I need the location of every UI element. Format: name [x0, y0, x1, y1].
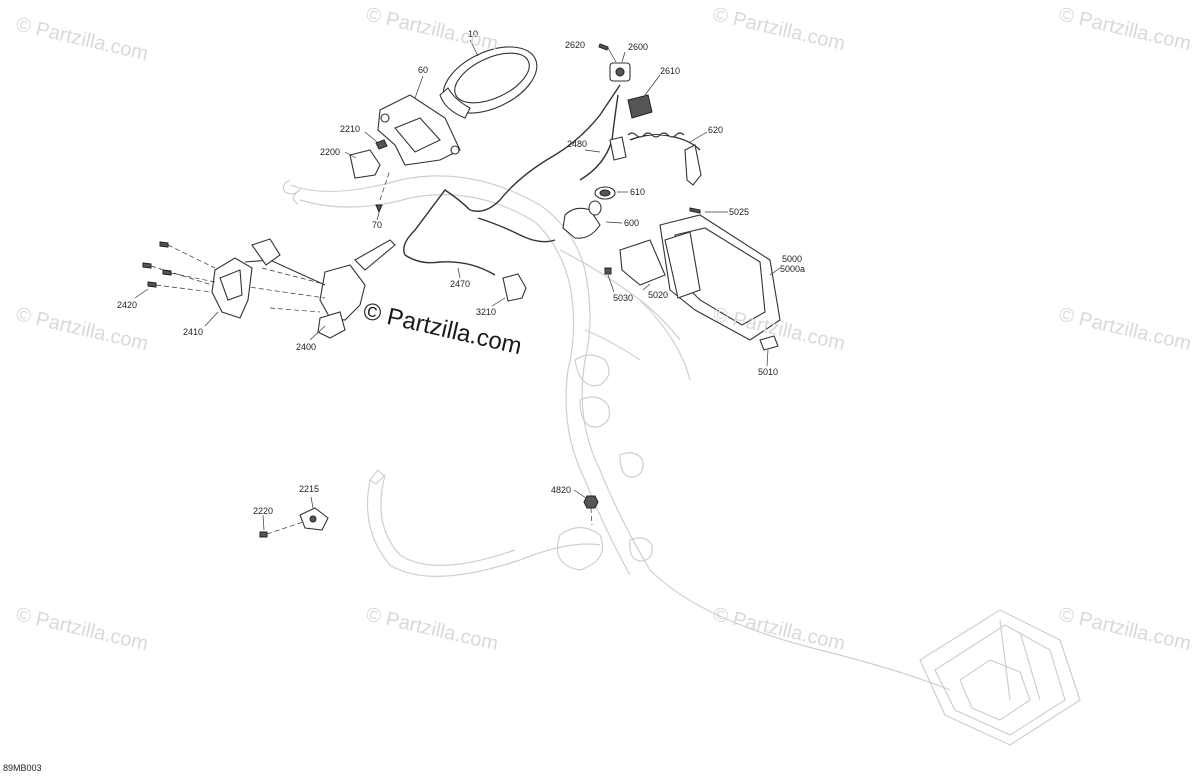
callout-5000: 5000 — [782, 254, 802, 264]
part-60-bracket — [377, 75, 461, 166]
callout-5020: 5020 — [648, 290, 668, 300]
part-4820-nut — [573, 489, 599, 526]
part-2215-sensor — [259, 496, 329, 538]
callout-5000a: 5000a — [780, 264, 805, 274]
part-2470-wire — [404, 254, 496, 279]
callout-5010: 5010 — [758, 367, 778, 377]
watermark: © Partzilla.com — [14, 13, 150, 65]
part-70-bolt — [375, 169, 391, 221]
watermark: © Partzilla.com — [711, 3, 847, 55]
callout-2620: 2620 — [565, 40, 585, 50]
callout-610: 610 — [630, 187, 645, 197]
callout-60: 60 — [418, 65, 428, 75]
watermark: © Partzilla.com — [14, 603, 150, 655]
callout-3210: 3210 — [476, 307, 496, 317]
part-600-button — [562, 200, 623, 239]
callout-2210: 2210 — [340, 124, 360, 134]
part-2400-switch-housing — [234, 238, 396, 341]
diagram-code: 89MB003 — [3, 763, 42, 773]
callout-2400: 2400 — [296, 342, 316, 352]
part-2410-cover — [204, 257, 253, 327]
callout-2420: 2420 — [117, 300, 137, 310]
callout-600: 600 — [624, 218, 639, 228]
callout-5030: 5030 — [613, 293, 633, 303]
watermark: © Partzilla.com — [1057, 3, 1193, 55]
callout-2215: 2215 — [299, 484, 319, 494]
watermark: © Partzilla.com — [1057, 303, 1193, 355]
callout-620: 620 — [708, 125, 723, 135]
callout-70: 70 — [372, 220, 382, 230]
callout-2610: 2610 — [660, 66, 680, 76]
watermark: © Partzilla.com — [14, 303, 150, 355]
part-5010-clip — [759, 335, 779, 367]
watermark: © Partzilla.com — [1057, 603, 1193, 655]
callout-2200: 2200 — [320, 147, 340, 157]
callout-4820: 4820 — [551, 485, 571, 495]
ghost-frame — [282, 175, 1081, 746]
part-5020-bracket — [604, 239, 666, 293]
watermark-main: © Partzilla.com — [361, 298, 525, 361]
watermark: © Partzilla.com — [364, 3, 500, 55]
callout-5025: 5025 — [729, 207, 749, 217]
part-3210-connector — [491, 273, 527, 307]
callout-2600: 2600 — [628, 42, 648, 52]
callout-2410: 2410 — [183, 327, 203, 337]
part-620-tether — [627, 131, 708, 186]
callout-2480: 2480 — [567, 139, 587, 149]
part-610-grommet — [594, 186, 628, 200]
callout-10: 10 — [468, 29, 478, 39]
part-2610-switch-block — [627, 74, 661, 119]
part-5000-ecu — [659, 207, 781, 341]
callout-2220: 2220 — [253, 506, 273, 516]
part-2420-screws — [134, 241, 216, 299]
callout-labels: 10 60 2210 2200 70 2620 2600 2610 620 24… — [117, 29, 805, 516]
part-2600-switch — [598, 43, 631, 82]
part-10-gauge-cluster — [439, 39, 538, 119]
part-2200-connector — [344, 131, 388, 179]
callout-2470: 2470 — [450, 279, 470, 289]
watermark: © Partzilla.com — [364, 603, 500, 655]
watermark: © Partzilla.com — [711, 603, 847, 655]
part-2480-harness — [403, 84, 627, 256]
